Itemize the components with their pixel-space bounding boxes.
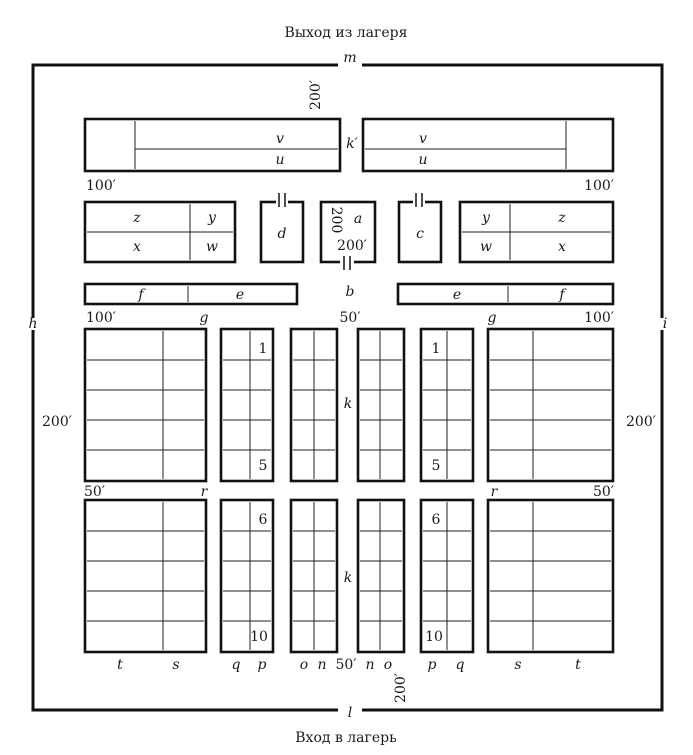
- label-f-left: f: [137, 287, 146, 303]
- camp-border-right: [362, 63, 664, 712]
- label-r-left: r: [201, 484, 209, 500]
- barracks-lower-center-right: [356, 498, 406, 654]
- label-t-left: t: [117, 657, 123, 673]
- barracks-lower-right-large: [486, 498, 615, 654]
- caption-entrance: Вход в лагерь: [295, 730, 397, 746]
- label-y-left: y: [207, 210, 217, 226]
- number-5-right: 5: [432, 458, 441, 474]
- gate-bottom-label: l: [348, 705, 352, 721]
- label-e-right: e: [453, 287, 461, 303]
- label-p-right: p: [428, 657, 437, 673]
- number-1-right: 1: [432, 341, 441, 357]
- number-1-left: 1: [259, 341, 268, 357]
- label-x-right: x: [558, 239, 566, 255]
- label-d: d: [278, 226, 287, 242]
- label-n-left: n: [317, 657, 326, 673]
- label-p-left: p: [258, 657, 267, 673]
- barracks-lower-left-narrow: [219, 498, 275, 654]
- dim-mid-right: 50′: [593, 484, 614, 500]
- caption-exit: Выход из лагеря: [285, 25, 408, 41]
- barracks-upper-left-narrow: [219, 327, 275, 483]
- label-k-prime: k′: [346, 136, 358, 152]
- label-v-right: v: [419, 131, 427, 147]
- barracks-upper-center-right: [356, 327, 406, 483]
- dim-row3-right: 100′: [584, 310, 614, 326]
- block-c: [397, 193, 443, 264]
- label-g-left: g: [200, 310, 209, 326]
- number-10-left: 10: [250, 629, 268, 645]
- dim-top-vertical: 200′: [308, 80, 324, 110]
- block-a: [319, 200, 377, 270]
- barracks-upper-center-left: [289, 327, 339, 483]
- barracks-lower-center-left: [289, 498, 339, 654]
- label-o-right: o: [384, 657, 392, 673]
- label-o-left: o: [300, 657, 308, 673]
- dim-center-rotated: 200: [328, 207, 344, 234]
- label-y-right: y: [481, 210, 491, 226]
- barracks-lower-left-large: [83, 498, 208, 654]
- barracks-upper-left-large: [83, 327, 208, 483]
- dim-bottom-center: 50′: [336, 657, 357, 673]
- label-b: b: [346, 284, 355, 300]
- dim-mid-left: 50′: [84, 484, 105, 500]
- label-w-right: w: [480, 239, 492, 255]
- label-n-right: n: [365, 657, 374, 673]
- label-v-left: v: [276, 131, 284, 147]
- side-left-label: h: [28, 316, 37, 332]
- label-u-left: u: [275, 152, 284, 168]
- number-10-right: 10: [425, 629, 443, 645]
- label-r-right: r: [491, 484, 499, 500]
- dim-row1-left: 100′: [86, 178, 116, 194]
- block-top-right: [361, 117, 615, 173]
- bar-ef-right: [396, 282, 615, 306]
- label-z-right: z: [557, 210, 566, 226]
- label-c: c: [416, 226, 424, 242]
- dim-center-block: 200′: [337, 238, 367, 254]
- block-zyxw-right: [458, 200, 615, 264]
- label-q-right: q: [456, 657, 465, 673]
- dim-row3-center: 50′: [340, 310, 361, 326]
- label-q-left: q: [232, 657, 241, 673]
- dim-row3-left: 100′: [86, 310, 116, 326]
- number-5-left: 5: [259, 458, 268, 474]
- number-6-left: 6: [259, 512, 268, 528]
- label-s-right: s: [514, 657, 521, 673]
- dim-side-right: 200′: [626, 414, 656, 430]
- gate-top-label: m: [343, 50, 356, 66]
- label-w-left: w: [206, 239, 218, 255]
- label-z-left: z: [132, 210, 141, 226]
- label-a: a: [354, 211, 362, 227]
- camp-border-left: [31, 63, 338, 712]
- block-zyxw-left: [83, 200, 237, 264]
- label-f-right: f: [558, 287, 567, 303]
- label-s-left: s: [172, 657, 179, 673]
- block-top-left: [83, 117, 342, 173]
- label-t-right: t: [575, 657, 581, 673]
- bar-fe-left: [83, 282, 299, 306]
- label-k-upper: k: [344, 396, 352, 412]
- dim-side-left: 200′: [42, 414, 72, 430]
- label-g-right: g: [488, 310, 497, 326]
- label-e-left: e: [236, 287, 244, 303]
- side-right-label: i: [663, 316, 667, 332]
- barracks-upper-right-large: [486, 327, 615, 483]
- block-d: [259, 193, 305, 264]
- dim-row1-right: 100′: [584, 178, 614, 194]
- label-k-lower: k: [344, 570, 352, 586]
- label-u-right: u: [418, 152, 427, 168]
- number-6-right: 6: [432, 512, 441, 528]
- barracks-lower-right-narrow: [419, 498, 475, 654]
- label-x-left: x: [133, 239, 141, 255]
- barracks-upper-right-narrow: [419, 327, 475, 483]
- dim-bottom-vertical: 200′: [393, 673, 409, 703]
